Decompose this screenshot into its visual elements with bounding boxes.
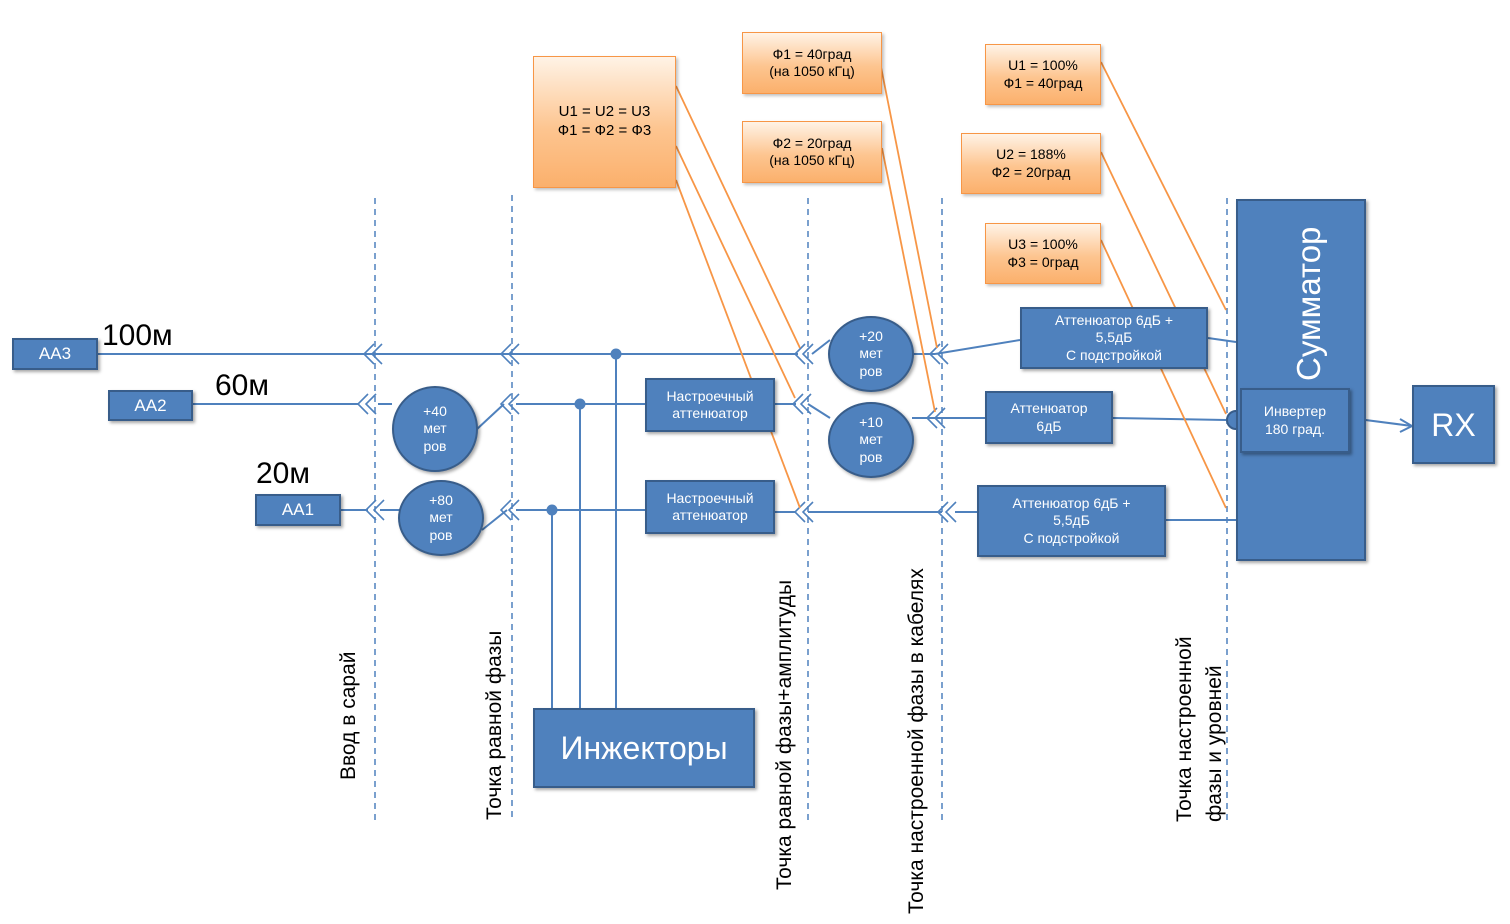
note-u3: U3 = 100% Ф3 = 0град: [985, 223, 1101, 284]
delay-80m: +80 мет ров: [398, 480, 484, 556]
injectors-block: Инжекторы: [533, 708, 755, 788]
antenna-aa2: AA2: [108, 390, 193, 421]
delay-10m: +10 мет ров: [828, 402, 914, 478]
distance-label-60: 60м: [215, 369, 269, 402]
receiver-rx: RX: [1412, 385, 1495, 464]
tuning-attenuator-aa1: Настроечный аттенюатор: [645, 480, 775, 534]
label-tuned-phase-levels: Точка настроенной фазы и уровней: [1173, 636, 1226, 822]
label-tuned-cable-phase: Точка настроенной фазы в кабелях: [905, 568, 928, 914]
note-phi2: Ф2 = 20град (на 1050 кГц): [742, 121, 882, 183]
label-equal-phase: Точка равной фазы: [483, 630, 506, 820]
note-equal-amplitude-phase: U1 = U2 = U3 Ф1 = Ф2 = Ф3: [533, 56, 676, 188]
delay-40m: +40 мет ров: [392, 386, 478, 472]
label-equal-phase-amplitude: Точка равной фазы+амплитуды: [773, 579, 796, 890]
summator-block: Сумматор: [1236, 199, 1366, 561]
distance-label-100: 100м: [102, 319, 173, 352]
distance-label-20: 20м: [256, 457, 310, 490]
note-u1: U1 = 100% Ф1 = 40град: [985, 44, 1101, 105]
antenna-aa3: AA3: [12, 338, 98, 370]
attenuator-top: Аттенюатор 6дБ + 5,5дБ С подстройкой: [1020, 307, 1208, 369]
antenna-aa1: AA1: [255, 494, 341, 526]
tuning-attenuator-aa2: Настроечный аттенюатор: [645, 378, 775, 432]
delay-20m: +20 мет ров: [828, 316, 914, 392]
note-phi1: Ф1 = 40град (на 1050 кГц): [742, 32, 882, 94]
callout-lines: [675, 61, 1227, 509]
attenuator-bottom: Аттенюатор 6дБ + 5,5дБ С подстройкой: [977, 485, 1166, 557]
attenuator-middle: Аттенюатор 6дБ: [985, 391, 1113, 444]
junction-dots: [546, 348, 622, 516]
reference-lines: [374, 195, 1228, 822]
summator-label: Сумматор: [1290, 226, 1327, 381]
inverter-block: Инвертер 180 град.: [1240, 388, 1350, 453]
connector-symbols: [356, 343, 957, 523]
label-barn-entry: Ввод в сарай: [337, 651, 360, 781]
note-u2: U2 = 188% Ф2 = 20град: [961, 133, 1101, 194]
